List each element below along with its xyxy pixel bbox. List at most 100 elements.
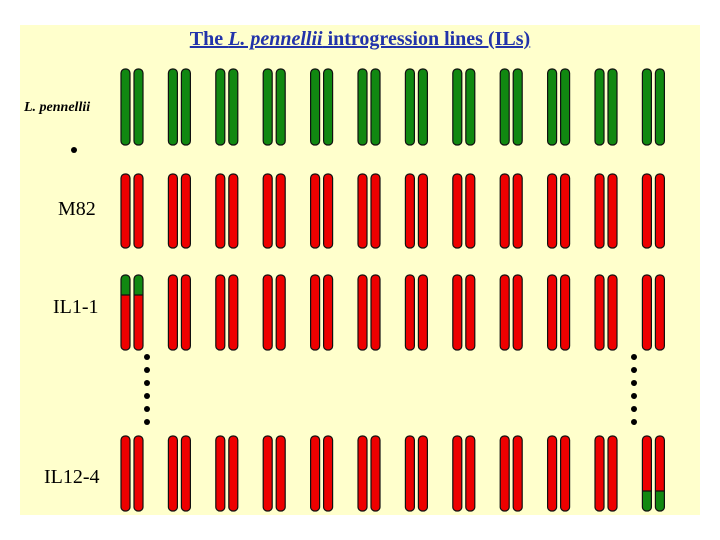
chromosome [228, 436, 238, 511]
chromosome-outline [512, 173, 523, 249]
ellipsis-dot-right [631, 354, 637, 360]
chromosome [608, 69, 617, 145]
chromosome-body [595, 436, 604, 511]
chromosome-body [642, 436, 652, 511]
chromosome [405, 174, 415, 248]
chromosome-body [547, 174, 557, 248]
chromosome-outline [594, 173, 605, 249]
chromosome-outline [546, 173, 558, 249]
chromosome-body [181, 275, 191, 350]
chromosome [263, 69, 273, 145]
chromosome [371, 436, 380, 511]
chromosome-outline [275, 274, 286, 351]
chromosome-outline [594, 68, 605, 146]
chromosome-outline [452, 173, 463, 249]
row-label-pennellii: L. pennellii [24, 100, 91, 115]
title-part2: introgression lines (ILs) [322, 28, 531, 50]
chromosome-outline [323, 173, 334, 249]
chromosome [276, 436, 286, 511]
chromosome-body [181, 174, 191, 248]
chromosome [215, 275, 225, 350]
chromosome [500, 436, 510, 511]
chromosome-body [608, 69, 617, 145]
chromosome-body [560, 275, 570, 350]
chromosome-body [276, 174, 286, 248]
chromosome-body [452, 436, 462, 511]
chromosome [595, 275, 604, 350]
chromosome-body [465, 275, 475, 350]
chromosome [560, 174, 570, 248]
chromosome-outline [357, 274, 368, 351]
chromosome [134, 174, 143, 248]
chromosome-body [228, 275, 238, 350]
chromosome-body [452, 69, 462, 145]
chromosome-outline [275, 173, 286, 249]
chromosome-outline [452, 435, 463, 512]
chromosome-outline [512, 68, 523, 146]
chromosome [134, 436, 143, 511]
chromosome-body [513, 436, 523, 511]
chromosome-body [500, 436, 510, 511]
chromosome [323, 69, 333, 145]
chromosome-outline [404, 173, 415, 249]
chromosome-outline [310, 68, 321, 146]
chromosome-outline [404, 274, 415, 351]
chromosome-body [452, 174, 462, 248]
chromosome-body [655, 275, 665, 350]
chromosome [276, 275, 286, 350]
chromosome-outline [452, 68, 463, 146]
chromosome-body [608, 436, 617, 511]
chromosome-body [134, 69, 143, 145]
chromosome [310, 174, 320, 248]
chromosome [358, 69, 367, 145]
chromosome-body [560, 69, 570, 145]
chromosome [310, 69, 320, 145]
chromosome-body [121, 275, 130, 350]
chromosome [655, 275, 665, 350]
chromosome-body [323, 69, 333, 145]
chromosome-body [465, 174, 475, 248]
chromosome [215, 69, 225, 145]
chromosome-body [323, 436, 333, 511]
chromosome [608, 174, 617, 248]
chromosome-outline [404, 435, 415, 512]
chromosome-outline [120, 435, 131, 512]
chromosome [276, 174, 286, 248]
chromosome-body [310, 436, 320, 511]
chromosome-outline [499, 435, 510, 512]
chromosome [547, 275, 557, 350]
chromosome-outline [559, 173, 571, 249]
chromosome [181, 69, 191, 145]
chromosome-body [121, 174, 130, 248]
chromosome-outline [559, 274, 571, 351]
chromosome [263, 275, 273, 350]
chromosome [121, 275, 130, 350]
chromosome-body [547, 69, 557, 145]
chromosome-body [276, 275, 286, 350]
chromosome-outline [370, 68, 381, 146]
ellipsis-dot-right [631, 367, 637, 373]
chromosome [181, 174, 191, 248]
chromosome-outline [417, 274, 428, 351]
chromosome-outline [180, 173, 191, 249]
chromosome [121, 69, 130, 145]
chromosome-body [358, 69, 367, 145]
chromosome [560, 69, 570, 145]
chromosome-body [215, 174, 225, 248]
chromosome-body [215, 275, 225, 350]
chromosome-outline [559, 435, 571, 512]
chromosome-body [181, 436, 191, 511]
chromosome-body [263, 69, 273, 145]
chromosome [323, 275, 333, 350]
chromosome-body [513, 69, 523, 145]
chromosome [655, 69, 665, 145]
chromosome-body [513, 275, 523, 350]
chromosome [642, 174, 652, 248]
chromosome-outline [310, 274, 321, 351]
chromosome-outline [275, 68, 286, 146]
chromosome-outline [357, 435, 368, 512]
chromosome-outline [465, 435, 476, 512]
chromosome-outline [120, 173, 131, 249]
chromosome-body [642, 174, 652, 248]
